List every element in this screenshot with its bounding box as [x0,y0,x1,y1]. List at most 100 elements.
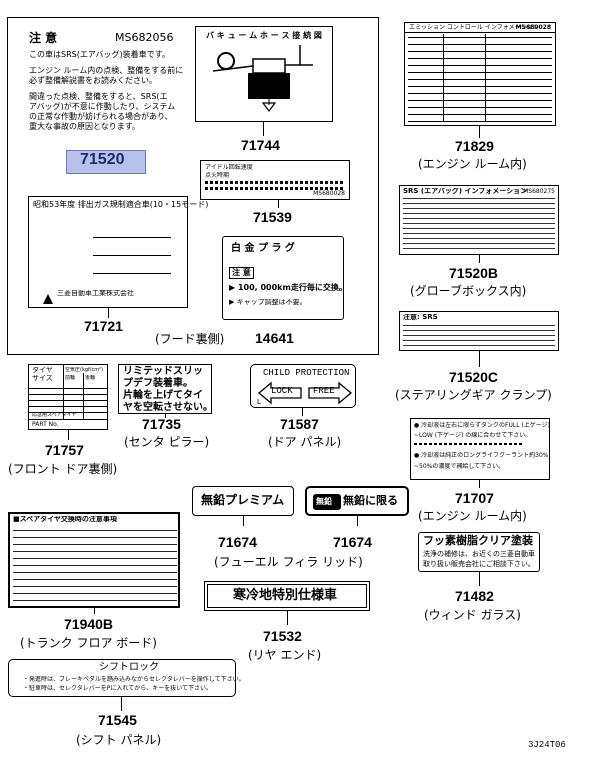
rule [83,373,84,419]
fluoro-title: フッ素樹脂クリア塗装 [423,534,533,547]
vacuum-hose-label: バ キ ュ ー ム ホ ー ス 接 続 図 [195,26,333,122]
part-number-71587[interactable]: 71587 [280,416,319,432]
part-number-71735[interactable]: 71735 [142,416,181,432]
unleaded-tag: 無鉛 [316,497,332,506]
leader-line [243,516,244,526]
fine-print [205,181,345,184]
coolant-label: ● 冷却液は左右に限らずタンクのFULL (上ゲージ) ~LOW (下ゲージ) … [410,418,550,480]
vin-title: エミッション コントロール インフォメーション [409,24,539,31]
leader-line [479,480,480,488]
lock-label: LOCK [271,386,293,396]
steering-srs-label: 注意: SRS [399,311,559,351]
leader-line [357,516,358,526]
leader-line [278,200,279,208]
part-number-71545[interactable]: 71545 [98,712,137,728]
vin-code: MS680028 [515,24,551,31]
unleaded-text: 無鉛に限る [343,494,398,507]
caption-glove-box: (グローブボックス内) [410,284,527,298]
part-number-71829[interactable]: 71829 [455,138,494,154]
rule [93,273,171,274]
emission-label: 昭和53年度 排出ガス規制適合車(10・15モード) 三菱自動車工業株式会社 [28,196,208,308]
rule [93,255,171,256]
limited-slip-line: ヤを空転させない。 [123,402,213,413]
coolant-line: ~50%の濃度で補給して下さい。 [414,463,505,470]
coolant-line: ● 冷却液は左右に限らずタンクのFULL (上ゲージ) [414,422,551,429]
leader-line [108,308,109,318]
limited-slip-label: リミテッドスリッ プデフ装着車。 片輪を上げてタイ ヤを空転させない。 [118,364,213,414]
part-number-14641[interactable]: 14641 [255,330,294,346]
part-number-71520c[interactable]: 71520C [449,369,499,385]
caution-line: の正常な作動が妨げられる場合があり、 [29,112,173,121]
caption-steering-gear-clamp: (ステアリングギア クランプ) [395,388,552,402]
part-number-71744[interactable]: 71744 [241,137,280,153]
spark-note: 注 意 [229,267,254,279]
leader-line [263,122,264,136]
limited-slip-line: リミテッドスリッ [123,366,203,377]
door-side-l: L [257,399,261,406]
diagram-code: 3J24T06 [528,740,566,750]
limited-slip-line: 片輪を上げてタイ [123,390,203,401]
part-number-71520[interactable]: 71520 [80,151,125,168]
rule [29,419,107,420]
caution-line: アバッグ)が不意に作動したり、システム [29,102,176,111]
leader-line [165,414,166,418]
leader-line [479,351,480,367]
lock-free-arrows-icon [257,381,353,405]
tire-grid [29,383,107,413]
part-number-71674-b[interactable]: 71674 [333,534,372,550]
caution-line: エンジン ルーム内の点検、整備をする前に [29,66,184,75]
coolant-line: ● 冷却液は純正のロングライフクーラント約30% [414,452,549,459]
part-71520-highlight[interactable] [66,150,146,174]
caution-line: 間違った点検、整備をすると、SRS(エ [29,92,168,101]
leader-line [302,408,303,416]
caption-center-pillar: (センタ ピラー) [124,435,210,449]
fluoro-coat-label: フッ素樹脂クリア塗装 洗浄の補修は、お近くの三菱自動車 取り扱い販売会社にご相談… [418,532,540,572]
rule [443,34,444,122]
emission-info-table: エミッション コントロール インフォメーション MS680028 [404,22,556,126]
part-number-71757[interactable]: 71757 [45,442,84,458]
tire-col: 空気圧(kgf/cm²) [65,367,104,373]
leader-line [287,611,288,625]
unleaded-fuel-label: 無鉛 無鉛に限る [305,486,409,516]
part-number-71520b[interactable]: 71520B [449,265,499,281]
part-number-71482[interactable]: 71482 [455,588,494,604]
tire-title: タイヤ [32,367,53,374]
rule [63,365,64,419]
tire-title: サイズ [32,375,53,382]
steer-title: 注意: SRS [403,314,438,321]
part-number-71707[interactable]: 71707 [455,490,494,506]
unleaded-tag-icon [313,494,341,510]
part-number-71721[interactable]: 71721 [84,318,123,334]
mitsubishi-logo-icon [43,289,53,308]
idle-code: MS680028 [313,190,345,197]
part-number-71539[interactable]: 71539 [253,209,292,225]
leader-line [94,608,95,614]
leader-line [479,572,480,586]
shift-lock-label: シフトロック ・発進時は、ブレーキペダルを踏み込みながらセレクタレバーを操作して… [8,659,245,697]
srs-info-code: MS680275 [523,188,555,195]
fine-print [403,198,555,252]
srs-info-title: SRS (エアバッグ) インフォメーション [403,188,528,195]
fine-print [403,323,555,349]
caption-front-door: (フロント ドア裏側) [8,462,118,476]
part-number-71532[interactable]: 71532 [263,628,302,644]
caption-engine-room: (エンジン ルーム内) [418,157,527,171]
part-number-71940b[interactable]: 71940B [64,616,114,632]
cold-region-label: 寒冷地特別仕様車 [204,581,370,611]
idle-line: 点火時期 [205,172,230,179]
fine-print [414,443,524,445]
inner-border [207,584,367,608]
caption-fuel-filler-lid: (フューエル フィラ リッド) [214,555,363,569]
caution-line: 必ず整備解説書をお読みください。 [29,76,157,85]
shift-lock-title: シフトロック [99,662,159,673]
tire-pressure-label: タイヤ サイズ 空気圧(kgf/cm²) 前輪 後輪 応急用スペアタイヤ PAR… [28,364,108,430]
rule [93,237,171,238]
part-number-71674-a[interactable]: 71674 [218,534,257,550]
premium-text: 無鉛プレミアム [201,493,285,507]
caution-title: 注 意 [29,31,58,45]
emission-title: 昭和53年度 排出ガス規制適合車(10・15モード) [33,200,209,209]
spark-title: 白 金 プ ラ グ [231,243,295,254]
leader-line [479,255,480,263]
fluoro-line: 取り扱い販売会社にご相談下さい。 [423,560,535,568]
shift-lock-line: ・発進時は、ブレーキペダルを踏み込みながらセレクタレバーを操作して下さい。 [23,676,245,683]
